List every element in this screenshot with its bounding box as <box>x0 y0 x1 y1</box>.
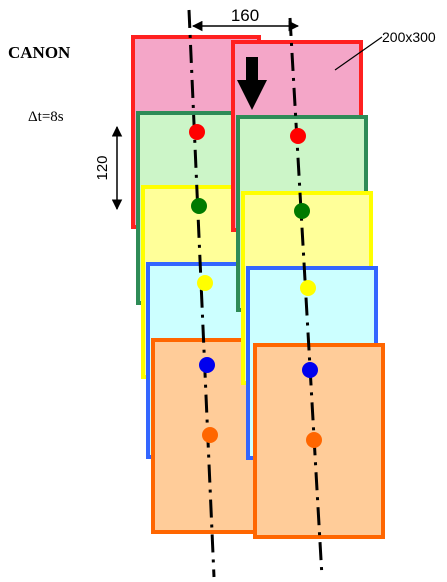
right-dot-orange <box>306 432 322 448</box>
left-dot-green <box>191 198 207 214</box>
left-dot-yellow <box>197 275 213 291</box>
thick-down-arrow-icon <box>237 57 267 110</box>
left-dot-orange <box>202 427 218 443</box>
delta-t-label: Δt=8s <box>28 109 64 125</box>
height-label: 120 <box>94 155 111 180</box>
right-dot-red <box>290 128 306 144</box>
right-dot-yellow <box>300 280 316 296</box>
right-dot-blue <box>302 362 318 378</box>
left-centerline <box>187 9 216 578</box>
title-label: CANON <box>8 43 71 62</box>
leader-line-icon <box>334 36 383 71</box>
right-dots <box>290 128 322 448</box>
left-dot-red <box>189 124 205 140</box>
spacing-label: 160 <box>231 6 259 25</box>
right-centerline <box>288 17 324 578</box>
right-dot-green <box>294 203 310 219</box>
size-label: 200x300 <box>382 29 436 45</box>
left-dot-blue <box>199 357 215 373</box>
left-dots <box>189 124 218 443</box>
